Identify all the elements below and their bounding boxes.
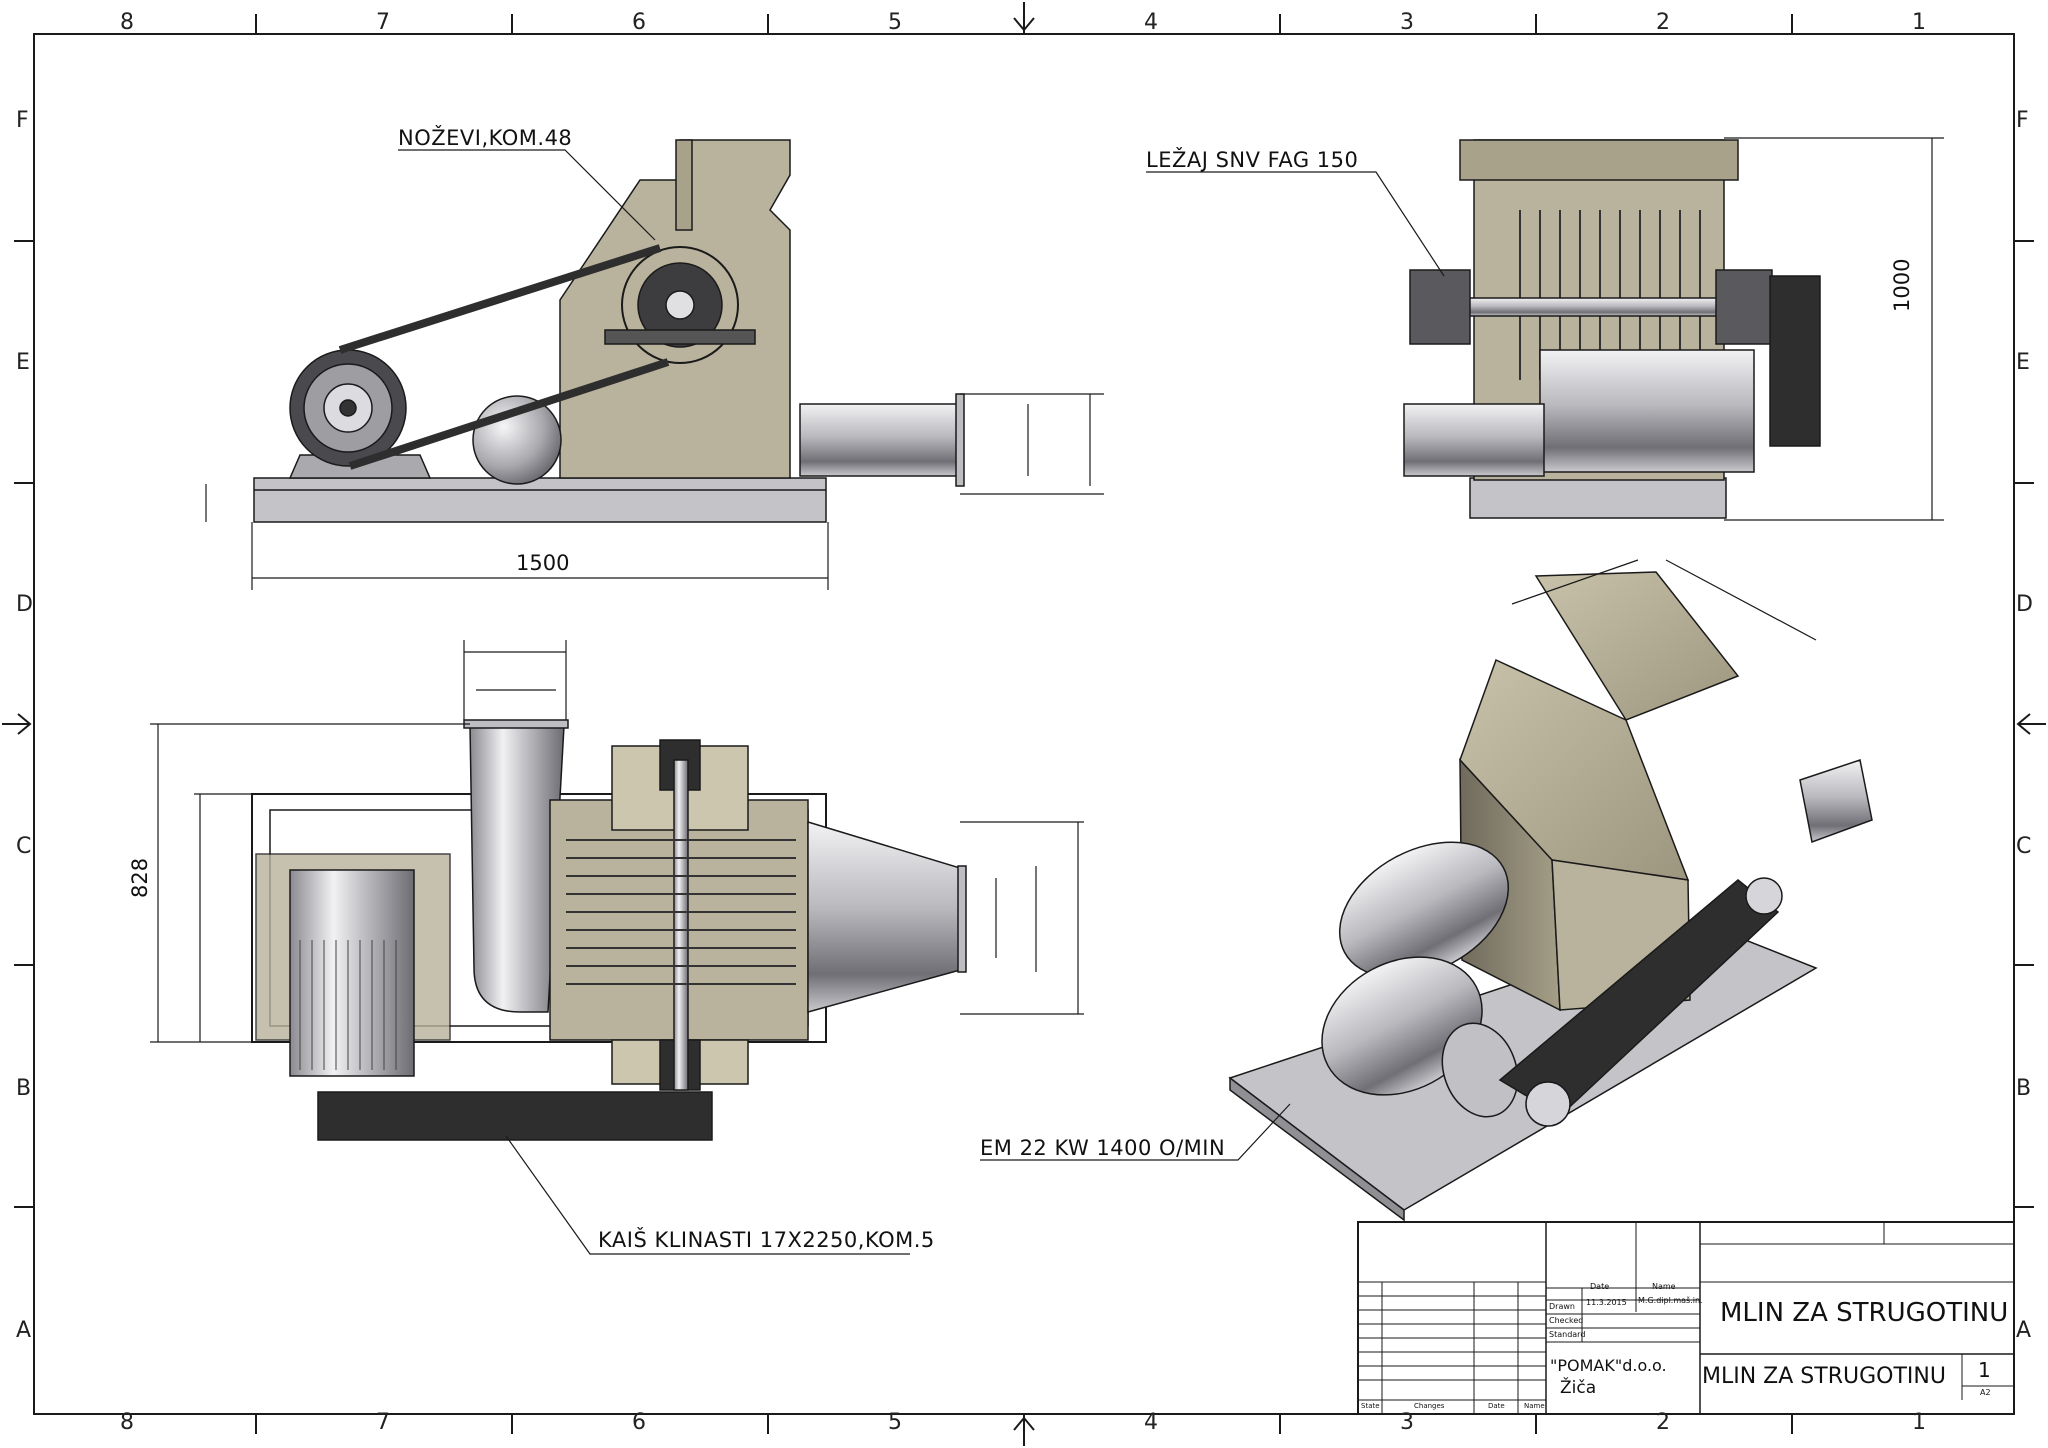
callout-motor: EM 22 KW 1400 O/MIN	[980, 1136, 1226, 1160]
front-view	[205, 139, 1104, 590]
tb-row-drawn: Drawn	[1549, 1302, 1575, 1311]
tb-row-standard: Standard	[1549, 1330, 1586, 1339]
tb-drawn-date: 11.3.2015	[1586, 1298, 1627, 1307]
top-belt	[317, 1091, 713, 1141]
zone-col-bottom-7: 7	[376, 1410, 390, 1435]
zone-col-bottom-1: 1	[1912, 1410, 1926, 1435]
outlet-pipe	[799, 403, 959, 477]
zone-row-right-F: F	[2016, 108, 2029, 133]
tb-footer-name: Name	[1524, 1402, 1545, 1410]
top-inlet-pipe	[469, 725, 565, 1013]
dim-lines-side	[1724, 137, 1944, 521]
rotor	[621, 246, 739, 364]
tb-col-date: Date	[1590, 1282, 1610, 1291]
tb-paper-format: A2	[1980, 1388, 1991, 1397]
side-view	[1146, 137, 1944, 521]
zone-row-left-B: B	[16, 1076, 32, 1101]
tb-footer-state: State	[1361, 1402, 1380, 1410]
zone-col-bottom-6: 6	[632, 1410, 646, 1435]
zone-col-bottom-8: 8	[120, 1410, 134, 1435]
callout-bearing: LEŽAJ SNV FAG 150	[1146, 148, 1359, 172]
knives-leader	[398, 149, 656, 241]
zone-row-left-C: C	[16, 834, 32, 859]
zone-row-left-E: E	[16, 350, 30, 375]
zone-col-bottom-5: 5	[888, 1410, 902, 1435]
zone-col-top-6: 6	[632, 10, 646, 35]
bearing-right	[1715, 269, 1773, 345]
tb-drawing-name: MLIN ZA STRUGOTINU	[1702, 1364, 1946, 1389]
top-shaft	[673, 759, 689, 1091]
bearing-left	[1409, 269, 1471, 345]
base-frame	[253, 477, 827, 523]
outlet-flange	[955, 393, 965, 487]
zone-row-right-E: E	[2016, 350, 2030, 375]
title-block-frame	[1357, 1221, 2015, 1415]
callout-knives: NOŽEVI,KOM.48	[398, 126, 573, 150]
tb-footer-changes: Changes	[1414, 1402, 1445, 1410]
zone-row-right-D: D	[2016, 592, 2033, 617]
zone-col-top-8: 8	[120, 10, 134, 35]
belt-leader	[505, 1135, 910, 1255]
zone-col-top-2: 2	[1656, 10, 1670, 35]
tb-city: Žiča	[1560, 1378, 1597, 1398]
dim-lines-front	[205, 393, 1104, 590]
dim-lines-top	[150, 640, 1084, 1043]
iso-dim-lines	[1511, 559, 1817, 641]
tb-drawn-name: M.G.dipl.maš.in.	[1638, 1296, 1703, 1305]
side-base	[1469, 477, 1727, 519]
zone-row-left-F: F	[16, 108, 29, 133]
zone-col-bottom-4: 4	[1144, 1410, 1158, 1435]
top-cone-outlet	[807, 820, 961, 1013]
top-knife-array	[566, 839, 796, 985]
zone-row-right-C: C	[2016, 834, 2032, 859]
tb-footer-date: Date	[1488, 1402, 1505, 1410]
dimension-length: 1500	[516, 551, 570, 575]
iso-outlet	[1799, 759, 1873, 844]
zone-col-top-7: 7	[376, 10, 390, 35]
dimension-width: 828	[128, 857, 152, 898]
tb-sheet-number: 1	[1978, 1358, 1991, 1382]
v-belt	[338, 244, 670, 470]
top-view	[150, 640, 1084, 1255]
zone-col-top-4: 4	[1144, 10, 1158, 35]
zone-row-left-D: D	[16, 592, 33, 617]
zone-row-right-B: B	[2016, 1076, 2032, 1101]
zone-col-top-1: 1	[1912, 10, 1926, 35]
zone-col-bottom-2: 2	[1656, 1410, 1670, 1435]
iso-hopper	[1534, 571, 1740, 721]
zone-row-left-A: A	[16, 1318, 32, 1343]
side-motor	[1539, 349, 1755, 473]
zone-col-bottom-3: 3	[1400, 1410, 1414, 1435]
bearing-leader	[1146, 171, 1445, 277]
tb-col-name: Name	[1652, 1282, 1676, 1291]
tb-row-checked: Checked	[1549, 1316, 1584, 1325]
tb-company: "POMAK"d.o.o.	[1550, 1356, 1667, 1375]
isometric-view	[980, 559, 1873, 1222]
callout-belt: KAIŠ KLINASTI 17X2250,KOM.5	[598, 1228, 935, 1252]
zone-row-right-A: A	[2016, 1318, 2032, 1343]
motor-leader	[980, 1103, 1291, 1161]
dimension-height: 1000	[1890, 258, 1914, 312]
side-outlet	[1403, 403, 1545, 477]
top-motor	[289, 869, 415, 1077]
zone-col-top-3: 3	[1400, 10, 1414, 35]
zone-col-top-5: 5	[888, 10, 902, 35]
iso-blower	[1338, 841, 1510, 979]
tb-title: MLIN ZA STRUGOTINU	[1720, 1298, 2009, 1328]
side-pulley	[1769, 275, 1821, 447]
